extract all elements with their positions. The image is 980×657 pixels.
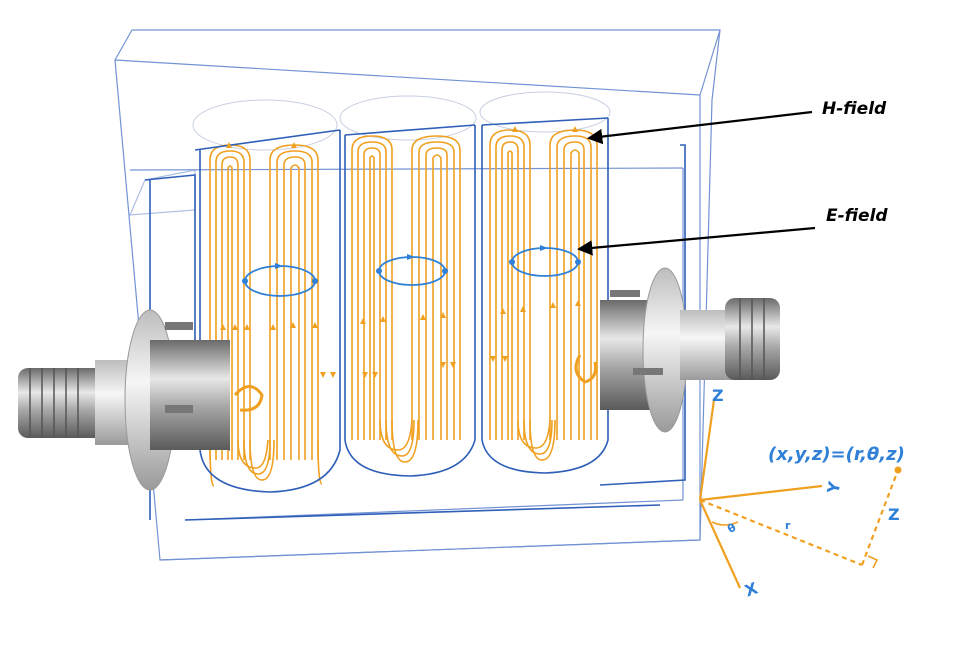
sma-connector-icon-right	[600, 267, 780, 433]
r-label: r	[785, 519, 791, 532]
resonator-3-h-field	[489, 129, 598, 461]
h-field-label: H-field	[822, 99, 887, 119]
cylinder-tops	[192, 91, 611, 151]
e-field-label: E-field	[826, 206, 888, 226]
h-field-pointer	[586, 110, 813, 145]
z-height-label: Z	[888, 505, 900, 524]
coordinate-axes	[698, 399, 900, 589]
resonator-2-h-field	[351, 135, 461, 463]
resonator-2-outline	[344, 124, 476, 477]
z-axis-label: Z	[712, 386, 724, 405]
coupling-loop-icon	[233, 385, 264, 412]
point-marker	[894, 466, 902, 474]
field-direction-arrows	[220, 126, 581, 378]
resonator-3-outline	[481, 117, 609, 474]
resonator-1-outline	[194, 129, 341, 493]
e-field-dots	[242, 245, 581, 284]
coordinate-equation: (x,y,z)=(r,θ,z)	[768, 444, 905, 465]
sma-connector-icon	[18, 309, 230, 491]
e-field-pointer	[576, 226, 816, 256]
coupling-loop-icon-right	[574, 354, 597, 384]
